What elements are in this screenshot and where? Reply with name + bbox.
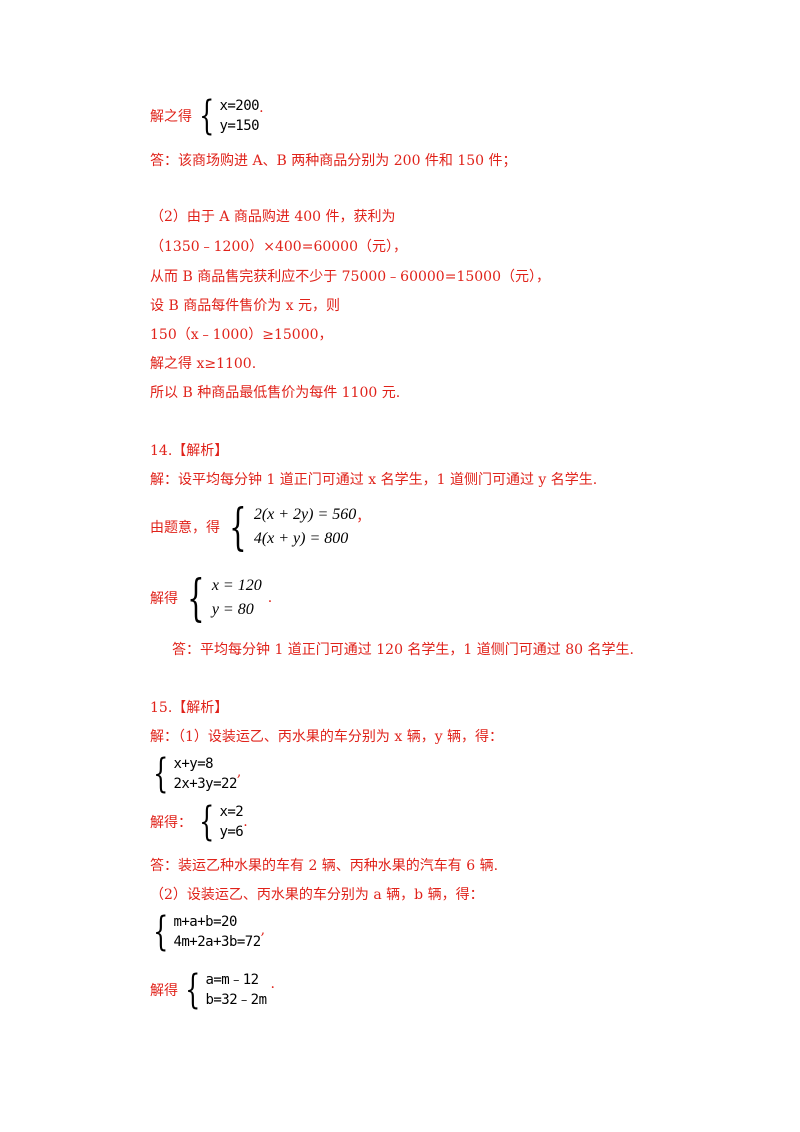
part2-line-4: 设 B 商品每件售价为 x 元，则 bbox=[150, 298, 340, 314]
answer-13-part1: 答：该商场购进 A、B 两种商品分别为 200 件和 150 件； bbox=[150, 153, 517, 169]
system-suffix: . bbox=[267, 590, 273, 606]
section-14-heading: 14.【解析】 bbox=[150, 443, 229, 459]
equation-2: b=32﹣2m bbox=[205, 992, 267, 1008]
equation-list: m+a+b=20 4m+2a+3b=72 bbox=[173, 912, 261, 952]
setup-system-14: 由题意，得 { 2(x + 2y) = 560 4(x + y) = 800 ， bbox=[150, 502, 370, 552]
part2-line-2: （1350﹣1200）×400=60000（元）， bbox=[150, 239, 407, 255]
equation-2: y = 80 bbox=[211, 601, 254, 618]
solve-prefix: 解得： bbox=[150, 815, 192, 831]
left-brace: { bbox=[229, 498, 247, 556]
setup-system-15a: { x+y=8 2x+3y=22 , bbox=[148, 754, 241, 794]
part2-line-5: 150（x﹣1000）≥15000， bbox=[150, 327, 333, 343]
equation-2: 2x+3y=22 bbox=[173, 776, 237, 792]
setup-prefix: 由题意，得 bbox=[150, 520, 220, 536]
setup-system-15b: { m+a+b=20 4m+2a+3b=72 , bbox=[148, 912, 265, 952]
part2-line-7: 所以 B 种商品最低售价为每件 1100 元. bbox=[150, 385, 401, 401]
left-brace: { bbox=[185, 967, 201, 1013]
section-15-heading: 15.【解析】 bbox=[150, 700, 229, 716]
equation-list: a=m﹣12 b=32﹣2m bbox=[205, 970, 267, 1010]
equation-list: 2(x + 2y) = 560 4(x + y) = 800 bbox=[254, 503, 356, 551]
system-suffix: , bbox=[236, 764, 242, 780]
equation-2: y=150 bbox=[219, 118, 260, 134]
equation-list: x=200 y=150 bbox=[219, 96, 259, 136]
equation-2: 4(x + y) = 800 bbox=[253, 530, 349, 547]
equation-1: x+y=8 bbox=[173, 756, 214, 772]
section-15-intro: 解：（1）设装运乙、丙水果的车分别为 x 辆，y 辆，得： bbox=[150, 729, 504, 745]
equation-list: x+y=8 2x+3y=22 bbox=[173, 754, 237, 794]
system-suffix: . bbox=[243, 814, 248, 830]
equation-2: y=6 bbox=[219, 824, 244, 840]
left-brace: { bbox=[153, 751, 169, 797]
equation-1: m+a+b=20 bbox=[173, 914, 237, 930]
equation-list: x = 120 y = 80 bbox=[212, 574, 262, 622]
equation-1: x=2 bbox=[219, 804, 244, 820]
system-suffix: . bbox=[259, 100, 264, 116]
solution-system-14: 解得 { x = 120 y = 80 . bbox=[150, 573, 272, 623]
equation-1: 2(x + 2y) = 560 bbox=[253, 506, 357, 523]
left-brace: { bbox=[153, 909, 169, 955]
answer-14: 答：平均每分钟 1 道正门可通过 120 名学生，1 道侧门可通过 80 名学生… bbox=[172, 642, 634, 658]
system-suffix: , bbox=[260, 922, 266, 938]
solution-system-15b: 解得 { a=m﹣12 b=32﹣2m . bbox=[150, 970, 275, 1010]
part2-line-3: 从而 B 商品售完获利应不少于 75000﹣60000=15000（元）， bbox=[150, 269, 550, 285]
solution-system-13: 解之得 { x=200 y=150 . bbox=[150, 96, 264, 136]
system-suffix: . bbox=[270, 976, 275, 992]
equation-1: a=m﹣12 bbox=[205, 972, 259, 988]
left-brace: { bbox=[187, 569, 205, 627]
part2-line-6: 解之得 x≥1100. bbox=[150, 356, 257, 372]
part2-line-1: （2）由于 A 商品购进 400 件，获利为 bbox=[150, 209, 396, 225]
answer-15-part1: 答：装运乙种水果的车有 2 辆、丙种水果的汽车有 6 辆. bbox=[150, 858, 499, 874]
part2-intro-15: （2）设装运乙、丙水果的车分别为 a 辆，b 辆，得： bbox=[150, 887, 484, 903]
section-14-intro: 解：设平均每分钟 1 道正门可通过 x 名学生，1 道侧门可通过 y 名学生. bbox=[150, 472, 598, 488]
equation-2: 4m+2a+3b=72 bbox=[173, 934, 261, 950]
solve-prefix: 解之得 bbox=[150, 109, 192, 125]
system-suffix: ， bbox=[356, 509, 371, 525]
left-brace: { bbox=[199, 799, 215, 845]
equation-1: x=200 bbox=[219, 98, 260, 114]
solution-system-15a: 解得： { x=2 y=6 . bbox=[150, 802, 248, 842]
equation-list: x=2 y=6 bbox=[219, 802, 243, 842]
solve-prefix: 解得 bbox=[150, 591, 178, 607]
left-brace: { bbox=[199, 93, 215, 139]
equation-1: x = 120 bbox=[211, 577, 262, 594]
solve-prefix: 解得 bbox=[150, 983, 178, 999]
